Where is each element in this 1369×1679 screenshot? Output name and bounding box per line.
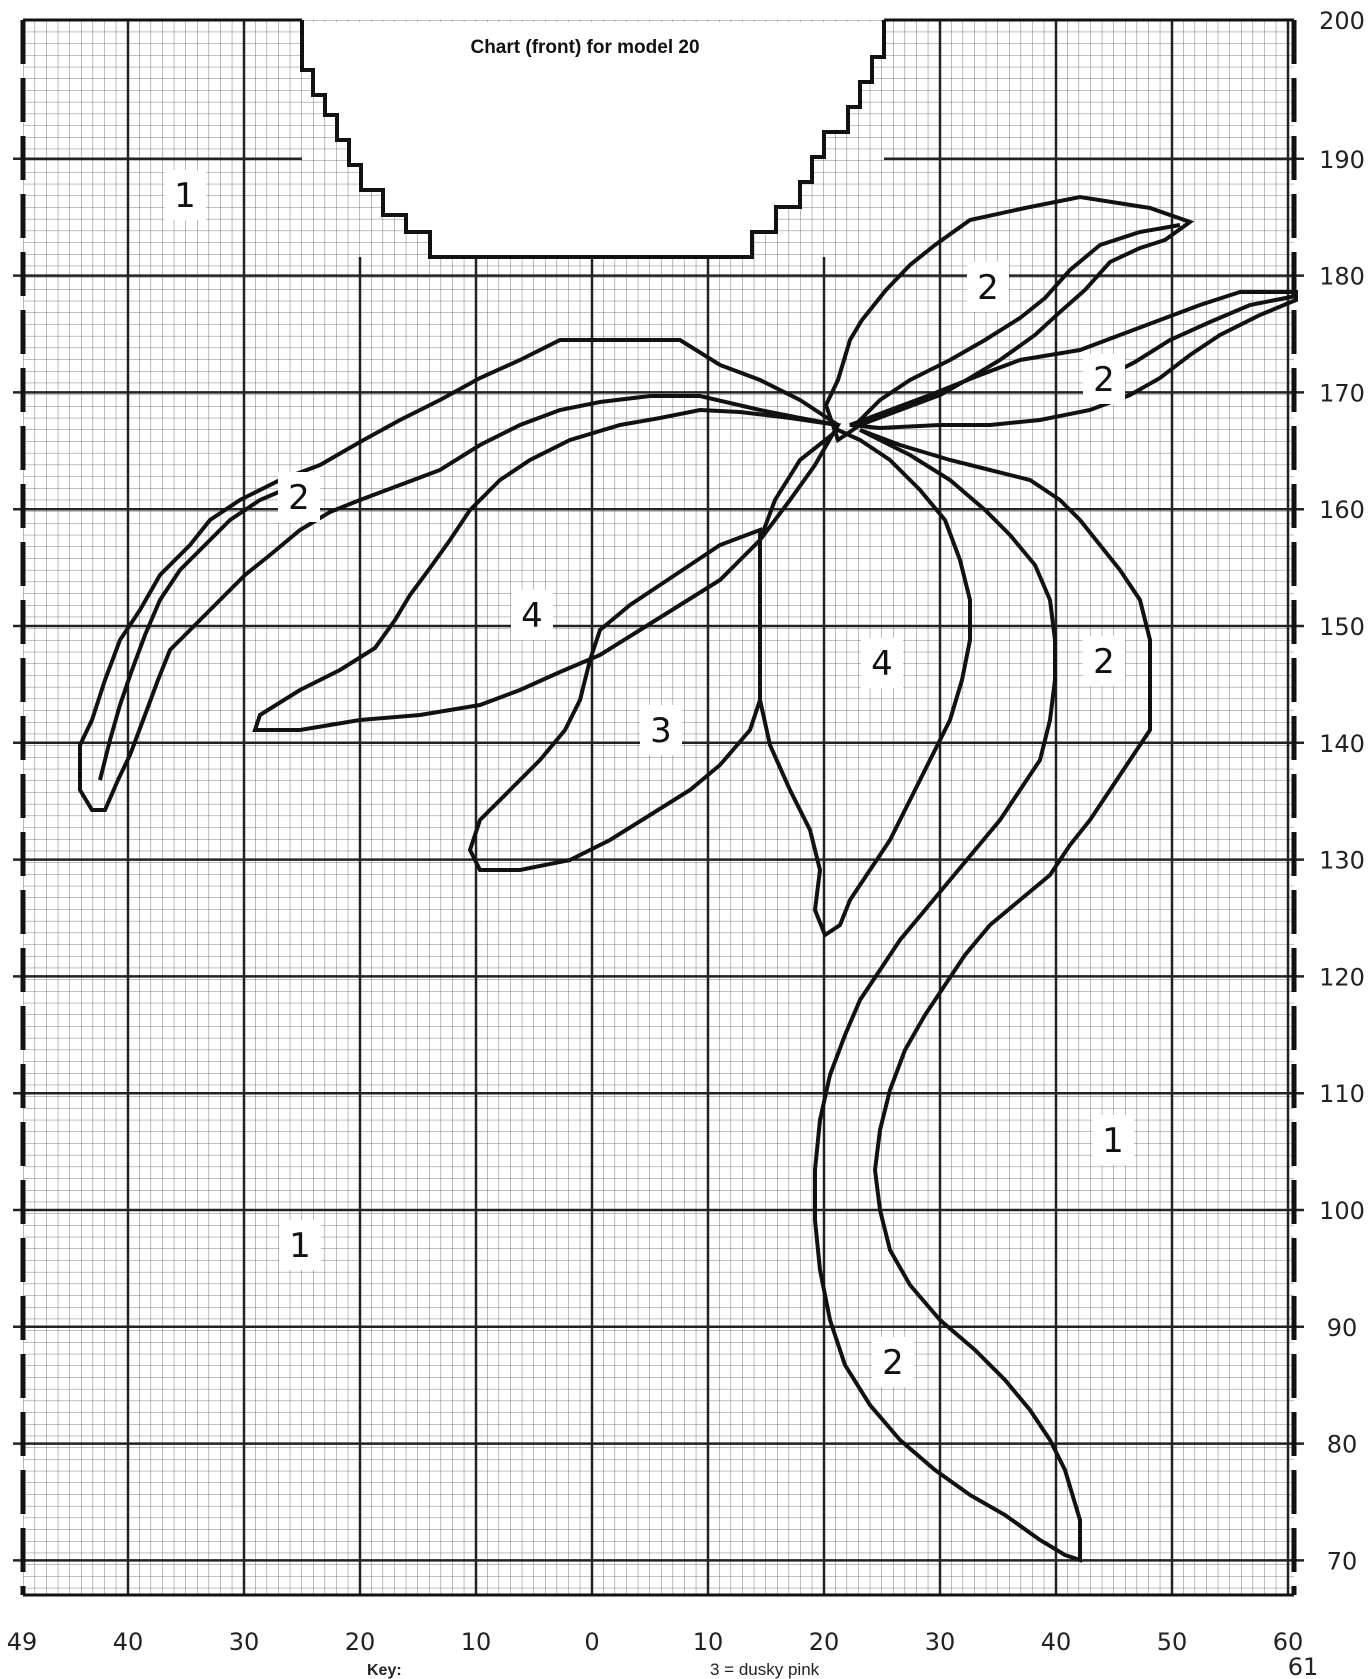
region-label-1a: 1 [164,170,206,220]
x-tick-label: 0 [584,1628,599,1656]
chart-title: Chart (front) for model 20 [470,37,699,58]
x-tick-label: 10 [693,1628,724,1656]
y-tick-label: 130 [1319,847,1365,875]
svg-text:2: 2 [882,1343,904,1383]
x-tick-label: 40 [113,1628,144,1656]
x-axis-extra-label: 61 [1288,1653,1319,1679]
region-label-3: 3 [640,705,682,755]
key-item-3: 3 = dusky pink [710,1660,820,1679]
svg-text:4: 4 [871,644,893,684]
region-label-2b: 2 [1083,354,1125,404]
y-tick-label: 120 [1319,963,1365,991]
y-tick-label: 80 [1327,1431,1358,1459]
y-tick-label: 110 [1319,1080,1365,1108]
y-tick-label: 180 [1319,263,1365,291]
region-label-4a: 4 [511,590,553,640]
x-tick-label: 60 [1273,1628,1304,1656]
region-label-1b: 1 [1092,1115,1134,1165]
x-tick-label: 30 [925,1628,956,1656]
region-label-1c: 1 [279,1220,321,1270]
svg-text:2: 2 [288,478,310,518]
x-tick-label: 10 [461,1628,492,1656]
y-tick-label: 160 [1319,496,1365,524]
svg-text:2: 2 [977,268,999,308]
key-heading: Key: [367,1662,402,1679]
x-axis-labels: 49 40 30 20 10 0 10 20 30 40 50 60 [7,1628,1304,1656]
region-label-2a: 2 [967,262,1009,312]
region-label-2d: 2 [1083,636,1125,686]
y-tick-label: 200 [1319,7,1365,35]
svg-text:1: 1 [174,176,196,216]
svg-text:1: 1 [1102,1121,1124,1161]
y-tick-label: 90 [1327,1314,1358,1342]
svg-text:3: 3 [650,711,672,751]
y-tick-label: 100 [1319,1197,1365,1225]
y-tick-label: 150 [1319,613,1365,641]
region-label-4b: 4 [861,638,903,688]
y-tick-label: 140 [1319,730,1365,758]
svg-text:4: 4 [521,596,543,636]
region-label-2e: 2 [872,1337,914,1387]
svg-text:1: 1 [289,1226,311,1266]
y-tick-label: 70 [1327,1547,1358,1575]
x-tick-label: 20 [345,1628,376,1656]
x-tick-label: 50 [1157,1628,1188,1656]
y-axis-labels: 200 190 180 170 160 150 140 130 120 110 100 90 80 70 [1319,7,1365,1575]
x-tick-label: 49 [7,1628,38,1656]
region-label-2c: 2 [278,472,320,522]
x-tick-label: 30 [229,1628,260,1656]
x-tick-label: 40 [1041,1628,1072,1656]
y-tick-label: 190 [1319,146,1365,174]
svg-text:2: 2 [1093,642,1115,682]
y-tick-label: 170 [1319,379,1365,407]
x-tick-label: 20 [809,1628,840,1656]
svg-text:2: 2 [1093,360,1115,400]
